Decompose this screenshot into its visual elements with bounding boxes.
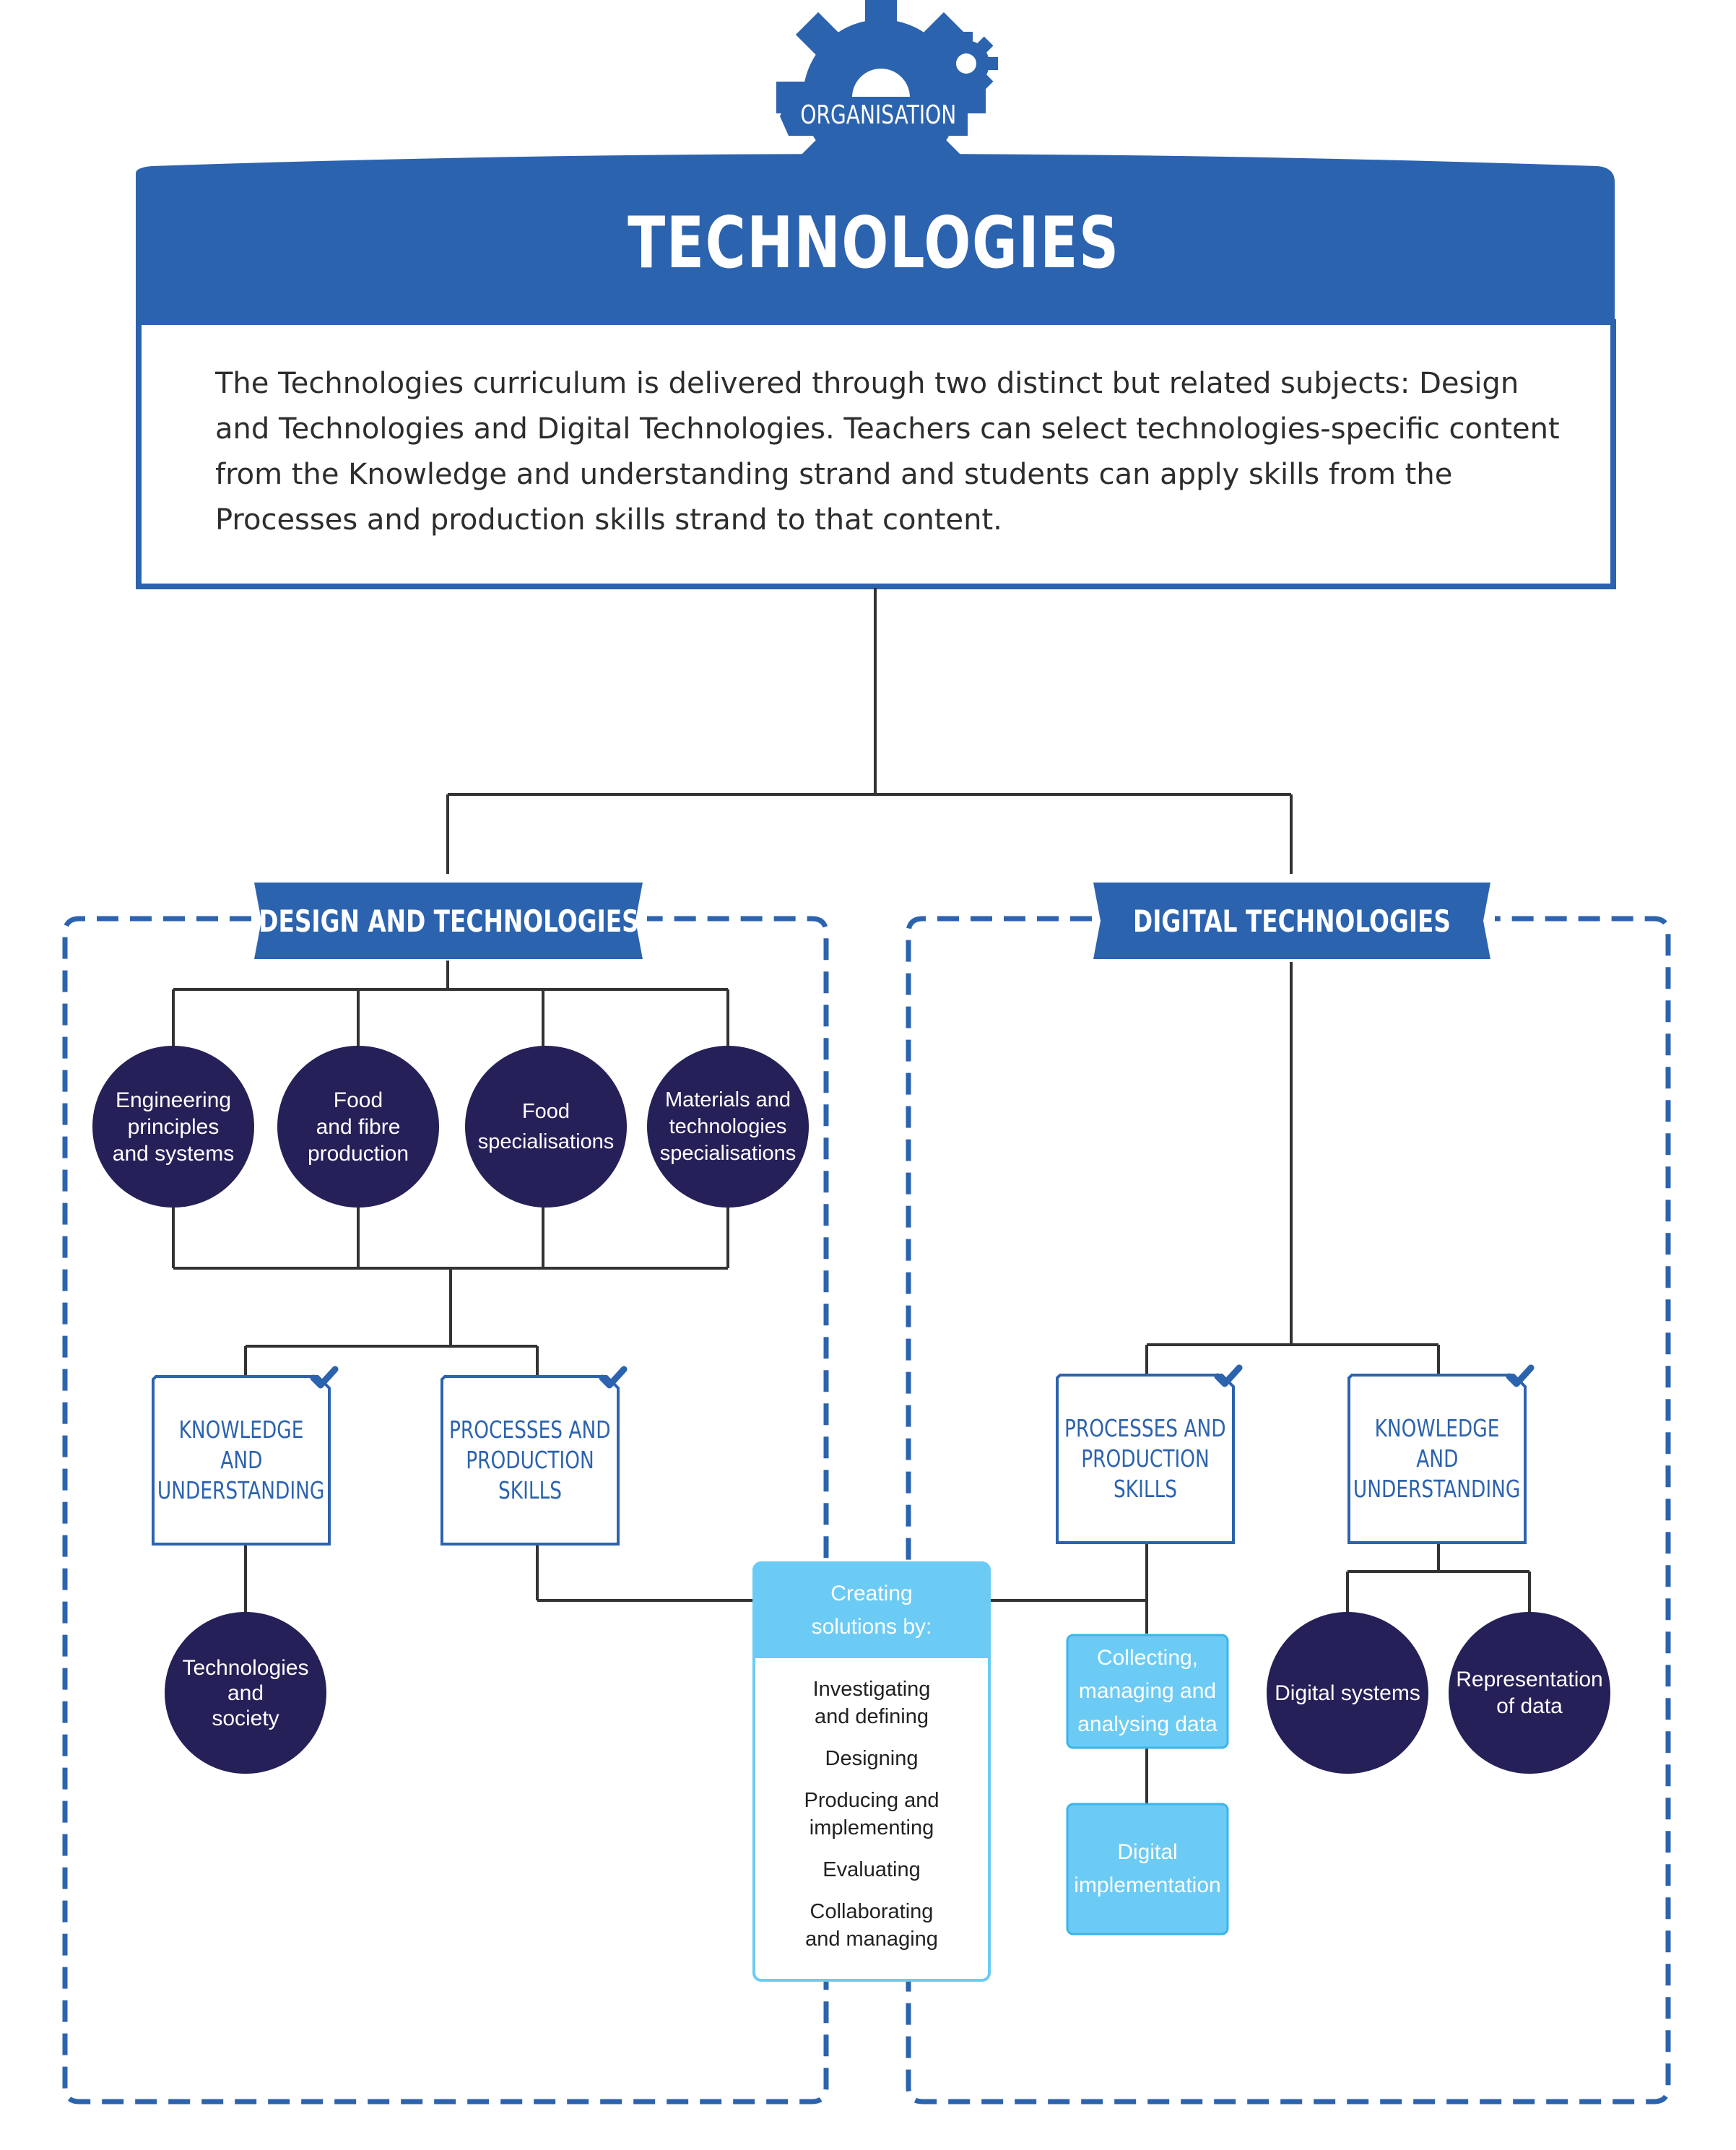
circle-technologies-society bbox=[165, 1612, 326, 1774]
check-icon bbox=[1214, 1364, 1243, 1387]
creating-solutions-panel bbox=[752, 1561, 991, 1982]
design-section-border bbox=[62, 916, 829, 2105]
digital-section-border bbox=[906, 916, 1671, 2105]
design-connectors bbox=[172, 961, 755, 1613]
check-icon bbox=[599, 1366, 628, 1389]
context-circle-materials bbox=[647, 1046, 809, 1208]
organisation-tag-shape bbox=[780, 97, 968, 136]
small-gear-icon bbox=[934, 32, 998, 95]
digital-banner: DIGITAL TECHNOLOGIES bbox=[1133, 903, 1451, 939]
page-title: TECHNOLOGIES bbox=[628, 202, 1120, 285]
document-shapes bbox=[152, 1374, 1527, 1546]
circle-digital-systems bbox=[1267, 1612, 1428, 1774]
collecting-box-shape bbox=[1066, 1634, 1229, 1749]
digital-connectors bbox=[991, 962, 1531, 1804]
check-icon bbox=[1506, 1364, 1535, 1387]
check-icon bbox=[310, 1366, 339, 1389]
context-circle-food-specialisations bbox=[465, 1046, 627, 1208]
title-panel bbox=[136, 154, 1616, 589]
organisation-label: ORGANISATION bbox=[800, 100, 956, 130]
design-banner-shape bbox=[254, 883, 643, 959]
context-circle-engineering bbox=[92, 1046, 254, 1208]
implementation-box-shape bbox=[1066, 1803, 1229, 1936]
digital-banner-shape bbox=[1093, 883, 1490, 959]
list-item: Evaluating bbox=[823, 1858, 921, 1881]
list-item: Designing bbox=[825, 1747, 919, 1770]
context-circle-food-fibre bbox=[277, 1046, 439, 1208]
digital-systems: Digital systems bbox=[1275, 1681, 1420, 1705]
circle-representation-data bbox=[1449, 1612, 1610, 1774]
design-banner: DESIGN AND TECHNOLOGIES bbox=[258, 903, 639, 939]
description-text: The Technologies curriculum is delivered… bbox=[215, 367, 1560, 537]
top-connectors bbox=[446, 588, 1293, 874]
